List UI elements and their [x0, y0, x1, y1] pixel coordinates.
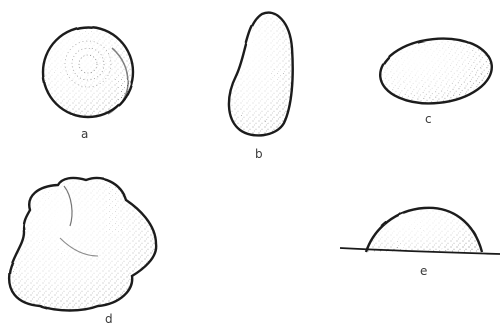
label-d: d	[105, 312, 113, 326]
shape-a	[43, 27, 133, 117]
shape-d	[9, 178, 156, 311]
label-c: c	[425, 112, 432, 126]
shape-c	[377, 33, 495, 108]
label-a: a	[81, 127, 88, 141]
label-b: b	[255, 147, 263, 161]
label-e: e	[420, 264, 427, 278]
shape-e	[366, 208, 482, 252]
shape-b	[229, 13, 293, 136]
